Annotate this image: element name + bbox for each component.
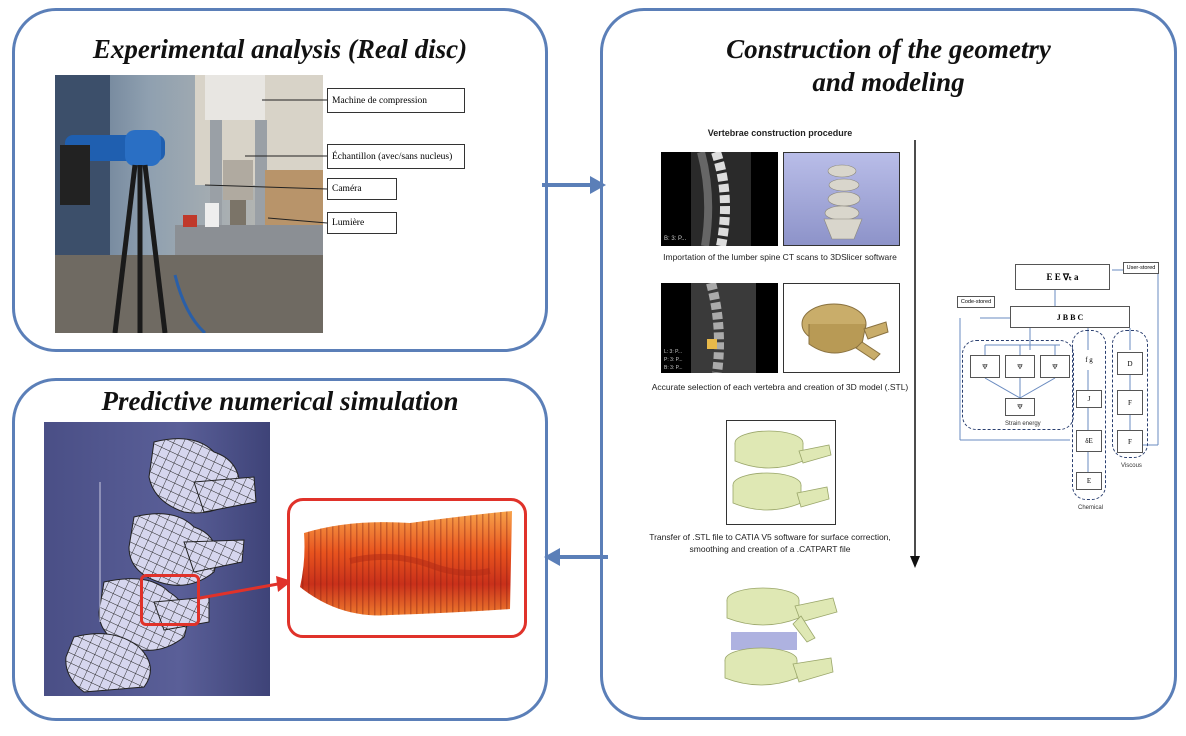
step3-caption-line1: Transfer of .STL file to CATIA V5 softwa… — [649, 532, 891, 542]
flow-node-b: J B B C — [1010, 306, 1130, 328]
chemical-group — [1072, 330, 1106, 500]
simulation-title: Predictive numerical simulation — [101, 386, 459, 416]
label-sample: Échantillon (avec/sans nucleus) — [327, 144, 465, 169]
viscous-label: Viscous — [1121, 463, 1142, 469]
arrow-experimental-to-construction — [542, 176, 606, 194]
flow-Ec: E — [1076, 472, 1102, 490]
zoom-arrow — [199, 576, 292, 600]
strain-energy-group — [962, 340, 1074, 430]
flow-code-stored: Code-stored — [957, 296, 995, 308]
compression-machine-photo — [55, 75, 323, 333]
step1-caption: Importation of the lumber spine CT scans… — [663, 252, 897, 262]
ct-scan-image: B: 3: P... — [661, 152, 778, 246]
chemical-label: Chemical — [1078, 505, 1104, 511]
flow-psi-sum: Ψ — [1005, 398, 1035, 416]
flow-psi3: Ψ — [1040, 355, 1070, 378]
experimental-title: Experimental analysis (Real disc) — [92, 34, 468, 64]
3dslicer-render — [783, 152, 900, 246]
procedure-title: Vertebrae construction procedure — [707, 128, 853, 138]
arrow-construction-to-simulation — [544, 548, 608, 566]
construction-title-line1: Construction of the geometry — [726, 34, 1051, 64]
flow-F2: F — [1117, 430, 1143, 453]
step2-caption: Accurate selection of each vertebra and … — [651, 382, 909, 392]
svg-text:L: 3: P...: L: 3: P... — [664, 349, 682, 355]
flow-psi1: Ψ — [970, 355, 1000, 378]
strain-energy-label: Strain energy — [1005, 421, 1041, 427]
flow-user-stored: User-stored — [1123, 262, 1159, 274]
catia-vertebrae-image — [726, 420, 836, 525]
svg-text:B: 3: P...: B: 3: P... — [664, 236, 687, 242]
procedure-down-arrow — [910, 140, 920, 568]
label-compression-machine: Machine de compression — [327, 88, 465, 113]
label-camera: Caméra — [327, 178, 397, 200]
flow-fg: f g — [1085, 356, 1093, 364]
vertebra-selection-image: L: 3: P... P: 3: P... B: 3: P... — [661, 283, 778, 373]
flow-dE: δE — [1076, 430, 1102, 452]
flow-psi2: Ψ — [1005, 355, 1035, 378]
final-vertebrae-model — [715, 578, 845, 703]
label-light: Lumière — [327, 212, 397, 234]
viscous-group — [1112, 330, 1148, 458]
flow-top-node: E E ∇ₜ a — [1015, 264, 1110, 290]
flow-F1: F — [1117, 390, 1143, 415]
fe-mesh-spine — [44, 422, 270, 696]
construction-title-line2: and modeling — [812, 67, 965, 97]
disc-stress-result — [287, 498, 527, 638]
flow-jc: J — [1076, 390, 1102, 408]
flow-D: D — [1117, 352, 1143, 375]
svg-text:P: 3: P...: P: 3: P... — [664, 357, 683, 363]
vertebra-3d-model — [783, 283, 900, 373]
svg-text:B: 3: P...: B: 3: P... — [664, 365, 683, 371]
highlight-box-disc — [140, 574, 200, 626]
step3-caption-line2: smoothing and creation of a .CATPART fil… — [689, 544, 851, 554]
